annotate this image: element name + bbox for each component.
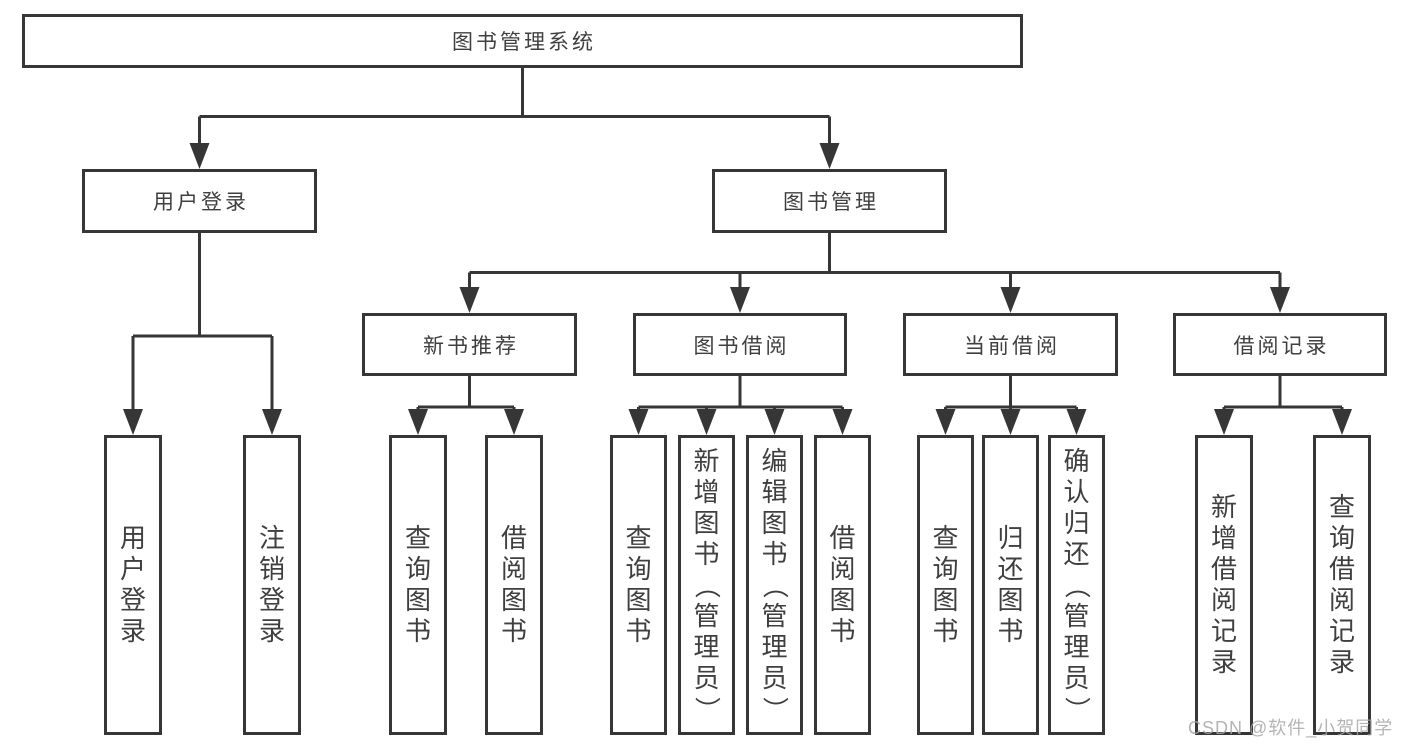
node-leaf-query-books-2: 查询图书 xyxy=(610,435,667,735)
node-label: 图书管理系统 xyxy=(452,31,596,54)
node-leaf-add-borrow-record: 新增借阅记录 xyxy=(1195,435,1253,735)
node-leaf-query-books-3: 查询图书 xyxy=(917,435,974,735)
node-leaf-confirm-return-admin: 确认归还（管理员） xyxy=(1048,435,1105,735)
node-label: 图书借阅 xyxy=(693,334,790,358)
node-label: 借阅图书 xyxy=(500,523,527,646)
node-leaf-borrow-books-1: 借阅图书 xyxy=(485,435,543,735)
node-current-borrowing: 当前借阅 xyxy=(903,313,1118,376)
node-leaf-query-books-1: 查询图书 xyxy=(389,435,447,735)
node-borrowing-records: 借阅记录 xyxy=(1173,313,1387,376)
node-leaf-user-login: 用户登录 xyxy=(104,435,162,735)
node-library-management-system: 图书管理系统 xyxy=(22,14,1023,68)
node-label: 图书管理 xyxy=(783,191,879,214)
node-new-book-recommendation: 新书推荐 xyxy=(362,313,577,376)
node-label: 查询图书 xyxy=(625,523,652,646)
node-leaf-query-borrow-record: 查询借阅记录 xyxy=(1313,435,1371,735)
node-label: 注销登录 xyxy=(258,523,285,646)
node-leaf-return-books: 归还图书 xyxy=(982,435,1039,735)
node-label: 编辑图书（管理员） xyxy=(760,445,790,723)
node-leaf-borrow-books-2: 借阅图书 xyxy=(814,435,871,735)
node-book-borrowing: 图书借阅 xyxy=(633,313,847,376)
node-label: 新增图书（管理员） xyxy=(692,445,722,723)
node-label: 借阅图书 xyxy=(829,523,856,646)
node-user-login-branch: 用户登录 xyxy=(82,169,317,233)
node-label: 新书推荐 xyxy=(423,334,519,358)
node-label: 归还图书 xyxy=(997,523,1024,646)
csdn-watermark: CSDN @软件_小贺同学 xyxy=(1188,718,1394,738)
node-label: 新增借阅记录 xyxy=(1210,492,1237,677)
node-label: 确认归还（管理员） xyxy=(1062,445,1092,723)
node-leaf-add-books-admin: 新增图书（管理员） xyxy=(678,435,735,735)
node-label: 查询图书 xyxy=(404,523,431,646)
node-label: 查询借阅记录 xyxy=(1328,492,1355,677)
node-label: 借阅记录 xyxy=(1233,334,1330,358)
node-label: 当前借阅 xyxy=(964,334,1060,358)
node-label: 用户登录 xyxy=(119,523,146,646)
node-label: 用户登录 xyxy=(153,191,249,214)
node-leaf-logout: 注销登录 xyxy=(243,435,301,735)
node-label: 查询图书 xyxy=(932,523,959,646)
node-book-management-branch: 图书管理 xyxy=(712,169,947,233)
node-leaf-edit-books-admin: 编辑图书（管理员） xyxy=(746,435,803,735)
